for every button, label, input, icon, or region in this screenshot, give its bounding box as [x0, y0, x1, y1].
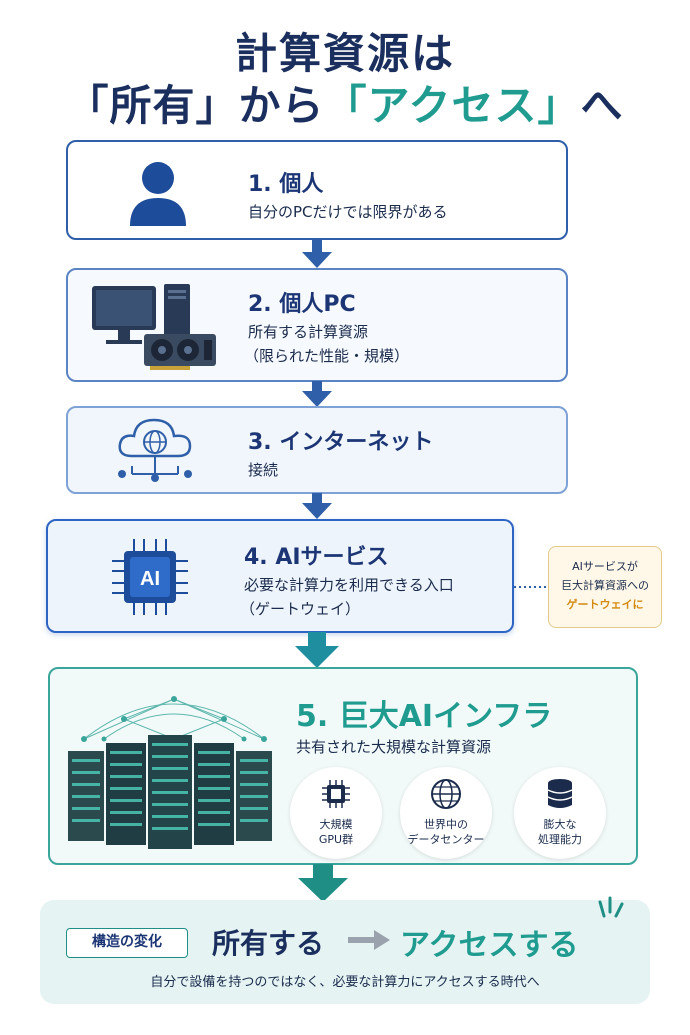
step-description: 所有する計算資源: [248, 323, 369, 341]
feature-label: 膨大な処理能力: [538, 818, 582, 846]
step-description-note: （ゲートウェイ）: [240, 600, 361, 618]
down-arrow-icon: [295, 632, 339, 668]
step-title: 4. AIサービス: [244, 545, 389, 570]
step-description: 必要な計算力を利用できる入口: [244, 576, 454, 594]
down-arrow-icon: [302, 381, 332, 407]
step-card-personal-pc: 2. 個人PC 所有する計算資源 （限られた性能・規模）: [66, 268, 568, 382]
title-own: 「所有」から: [66, 81, 325, 130]
own-label: 所有する: [212, 927, 325, 960]
callout-line-2: 巨大計算資源への: [561, 579, 649, 592]
step-title: 5. 巨大AIインフラ: [296, 699, 553, 734]
gpu-chip-icon: [322, 780, 350, 808]
down-arrow-icon: [298, 864, 348, 902]
server-racks-icon: [68, 696, 272, 849]
step-card-individual: 1. 個人 自分のPCだけでは限界がある: [66, 140, 568, 240]
title-suffix: へ: [580, 81, 624, 130]
step-title: 3. インターネット: [248, 430, 434, 455]
callout-line-3: ゲートウェイに: [566, 598, 644, 611]
gateway-callout: AIサービスが 巨大計算資源への ゲートウェイに: [548, 546, 662, 628]
callout-line-1: AIサービスが: [572, 560, 638, 573]
step-title: 2. 個人PC: [248, 292, 356, 317]
database-icon: [547, 779, 573, 808]
step-description-note: （限られた性能・規模）: [244, 347, 410, 365]
feature-label: 世界中のデータセンター: [407, 818, 485, 846]
down-arrow-icon: [302, 240, 332, 268]
title-access: 「アクセス」: [324, 81, 581, 130]
emphasis-marks-icon: [598, 896, 624, 918]
person-icon: [130, 162, 186, 226]
callout-connector: [514, 586, 550, 588]
step-title: 1. 個人: [248, 172, 324, 197]
page-title-line-2: 「所有」から「アクセス」へ: [0, 72, 690, 133]
step-description: 接続: [248, 461, 279, 479]
summary-text: 自分で設備を持つのではなく、必要な計算力にアクセスする時代へ: [150, 975, 540, 990]
globe-icon: [431, 779, 461, 809]
feature-processing: 膨大な処理能力: [514, 767, 606, 859]
step-card-internet: 3. インターネット 接続: [66, 406, 568, 494]
structure-change-badge: 構造の変化: [66, 928, 188, 958]
feature-datacenter: 世界中のデータセンター: [400, 767, 492, 859]
step-description: 共有された大規模な計算資源: [296, 738, 492, 756]
desktop-pc-icon: [92, 284, 216, 370]
ai-chip-icon: AI: [112, 539, 188, 615]
step-description: 自分のPCだけでは限界がある: [248, 203, 448, 221]
cloud-globe-icon: [118, 418, 192, 482]
step-card-ai-service: AI 4. AIサービス 必要な計算力を利用できる入口 （ゲートウェイ）: [46, 519, 514, 633]
right-arrow-icon: [348, 930, 390, 950]
chip-label: AI: [140, 568, 160, 590]
access-label: アクセスする: [400, 928, 579, 963]
down-arrow-icon: [302, 493, 332, 519]
page-title-line-1: 計算資源は: [234, 29, 455, 78]
